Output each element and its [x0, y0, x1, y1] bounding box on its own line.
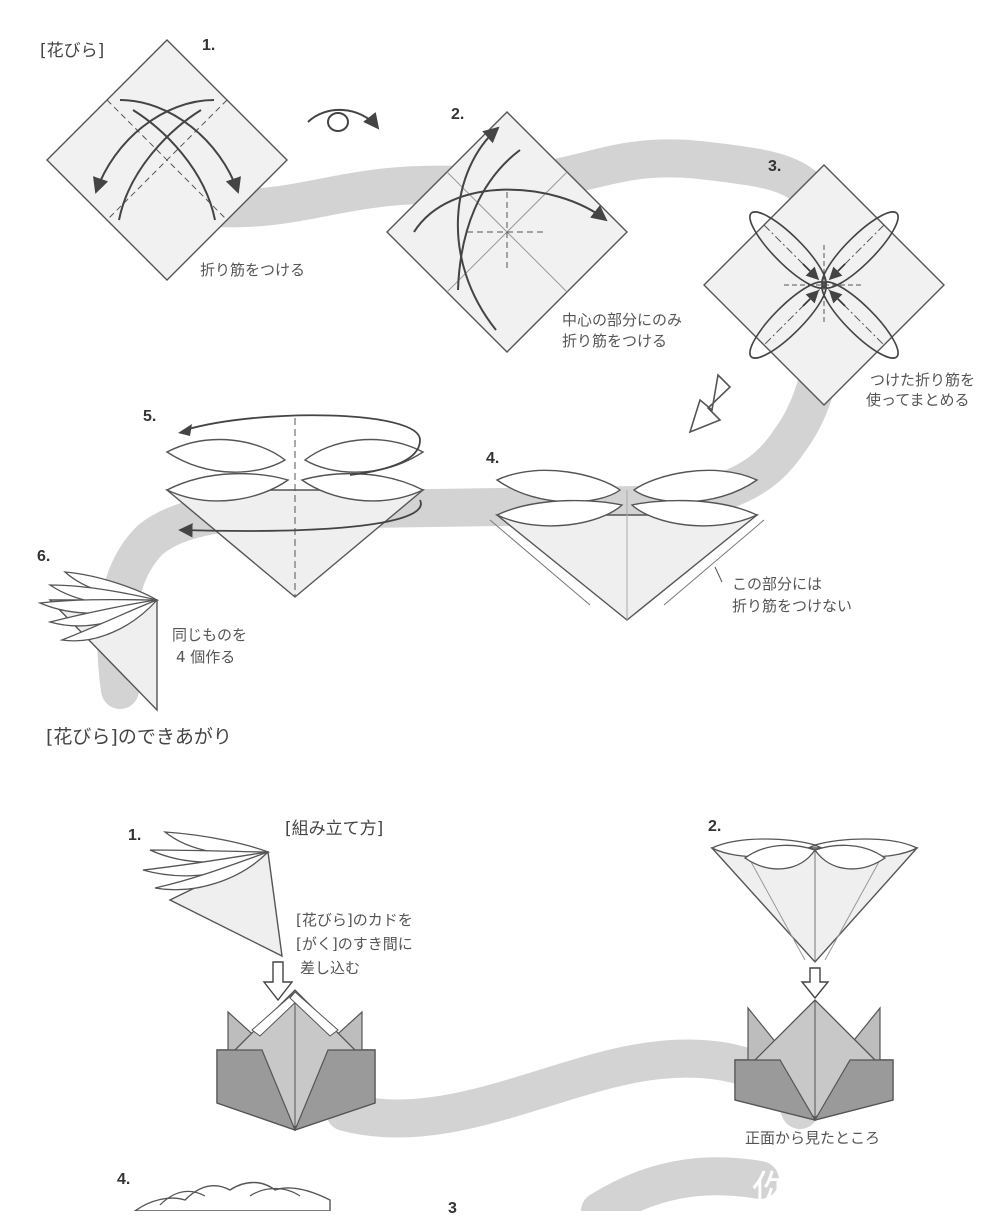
- bottom-step2-number: 2.: [708, 818, 722, 835]
- top-step2-caption-line2: 折り筋をつける: [562, 332, 668, 350]
- top-step4-caption-line1: この部分には: [732, 575, 823, 593]
- top-step4-model: [489, 469, 765, 621]
- top-step2-caption-line1: 中心の部分にのみ: [562, 311, 683, 329]
- bottom-step1-petal: [142, 831, 294, 1002]
- bottom-step1-caption-line1: [花びら]のカドを: [296, 911, 413, 929]
- bottom-step4-number: 4.: [117, 1171, 131, 1188]
- bottom-step2-caption: 正面から見たところ: [745, 1129, 881, 1147]
- bottom-step1-number: 1.: [128, 827, 142, 844]
- top-step5-model: [165, 414, 425, 598]
- bottom-step3-number: 3: [448, 1200, 457, 1217]
- top-step4-number: 4.: [486, 450, 500, 467]
- top-step6-caption-line2: 4 個作る: [176, 648, 236, 666]
- petal-result-caption: [花びら]のできあがり: [46, 726, 232, 748]
- bottom-step1-base: [216, 989, 376, 1132]
- turn-over-icon: [307, 109, 380, 132]
- bottom-step1-caption-line3: 差し込む: [300, 959, 361, 977]
- bottom-step4-flower: [133, 1181, 331, 1211]
- top-step3-caption-line2: 使ってまとめる: [866, 391, 970, 409]
- top-step3-number: 3.: [768, 158, 782, 175]
- bottom-step2-model: [710, 838, 919, 1121]
- top-step1-caption: 折り筋をつける: [200, 261, 306, 279]
- top-step1-square: [46, 39, 288, 281]
- top-step3-square: [703, 164, 945, 406]
- watermark: 你的: [752, 1168, 832, 1214]
- top-step6-model: [37, 571, 160, 712]
- bottom-section-title: [組み立て方]: [285, 819, 384, 839]
- top-step2-number: 2.: [451, 106, 465, 123]
- top-step6-number: 6.: [37, 548, 51, 565]
- top-step2-square: [386, 111, 628, 353]
- next-step-arrow: [688, 373, 732, 434]
- top-step4-caption-line2: 折り筋をつけない: [732, 597, 853, 615]
- top-step5-number: 5.: [143, 408, 157, 425]
- top-step6-caption-line1: 同じものを: [172, 626, 248, 644]
- top-section-title: [花びら]: [40, 41, 105, 61]
- top-step3-caption-line1: つけた折り筋を: [870, 371, 976, 389]
- top-step1-number: 1.: [202, 37, 216, 54]
- bottom-step1-caption-line2: [がく]のすき間に: [296, 935, 413, 953]
